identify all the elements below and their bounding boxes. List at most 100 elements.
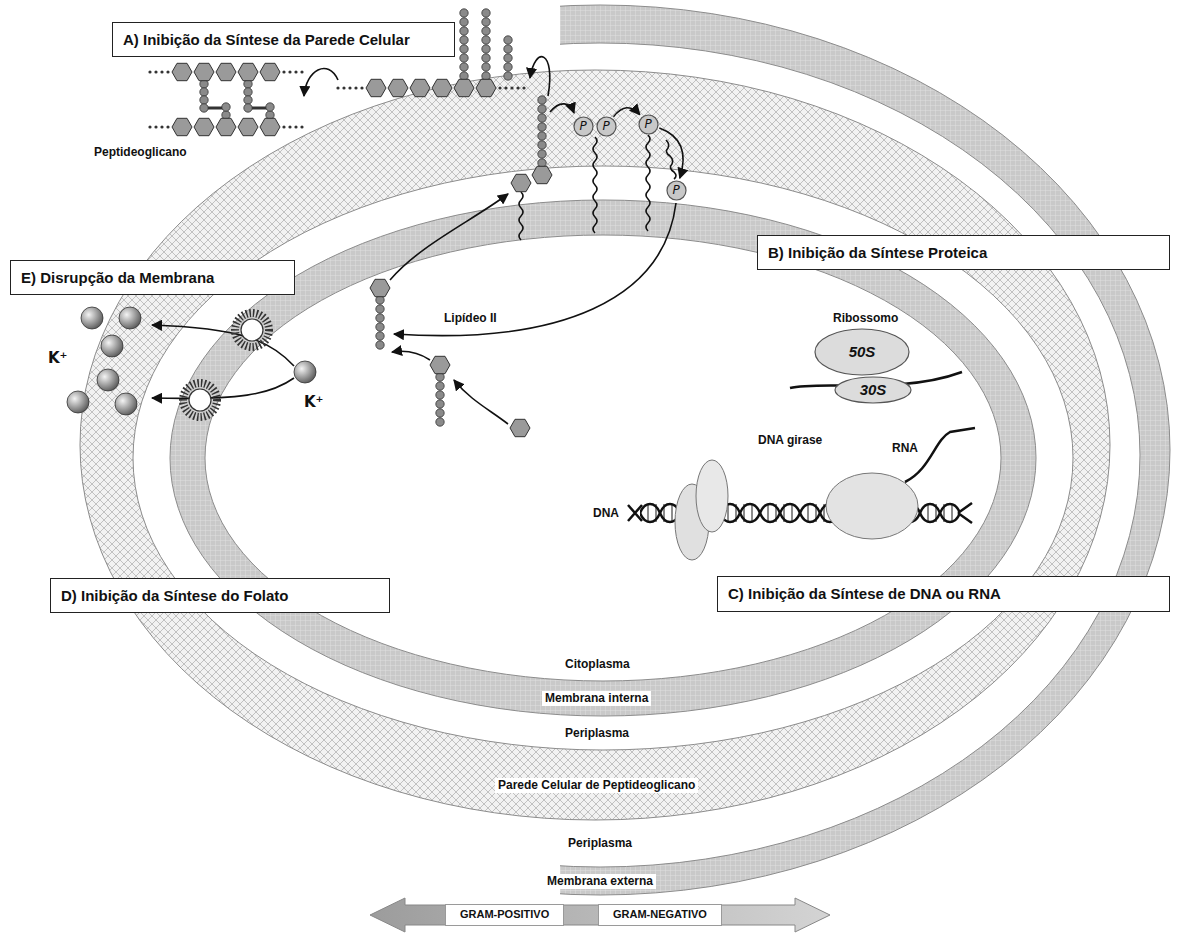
lipid-ii-cycle: [538, 123, 546, 131]
band-label: Parede Celular de Peptideoglicano: [495, 778, 698, 793]
membrane-pores: [189, 389, 211, 411]
lipid-ii-cycle: [538, 150, 546, 158]
circle-outline: [574, 117, 593, 136]
glycan-strand: [342, 86, 345, 89]
phosphate-circle: P: [596, 116, 617, 137]
peptidoglycan-mesh: [238, 118, 258, 135]
glycan-strand: [504, 63, 512, 71]
shape-text: P: [602, 119, 609, 133]
peptidoglycan-mesh: [260, 118, 280, 135]
glycan-strand: [460, 27, 468, 35]
shape-text: 50S: [849, 343, 876, 361]
shape-text: P: [672, 183, 679, 197]
lipid-ii-cycle: [530, 57, 550, 96]
peptidoglycan-mesh: [216, 63, 236, 80]
glycan-strand: [460, 18, 468, 26]
membrane-pores: [67, 307, 316, 417]
glycan-strand: [510, 86, 513, 89]
peptidoglycan-mesh: [282, 125, 285, 128]
lipid-ii-cycle: [532, 166, 552, 183]
glycan-strand: [460, 45, 468, 53]
peptidoglycan-mesh: [294, 70, 297, 73]
lipid-ii-cycle: [538, 132, 546, 140]
glycan-strand: [476, 79, 496, 96]
glycan-strand: [460, 54, 468, 62]
cycle-arrow: [614, 108, 640, 117]
cell-envelope: [133, 166, 1073, 750]
ion-label: K⁺: [304, 393, 324, 412]
peptidoglycan-mesh: [148, 70, 151, 73]
lipid-ii-cycle: [436, 391, 444, 399]
glycan-strand: [354, 86, 357, 89]
glycan-strand: [522, 86, 525, 89]
peptidoglycan-mesh: [200, 96, 208, 104]
ellipse-outline: [835, 377, 911, 403]
glycan-strand: [504, 54, 512, 62]
peptidoglycan-mesh: [200, 104, 208, 112]
glycan-strand: [482, 9, 490, 17]
peptidoglycan-mesh: [260, 63, 280, 80]
glycan-strand: [504, 36, 512, 44]
lipid-ii-cycle: [436, 409, 444, 417]
shape-text: P: [644, 117, 651, 131]
lipid-ii-cycle: [519, 192, 523, 240]
ion-label: K⁺: [48, 349, 68, 368]
shape-text: 30S: [860, 381, 887, 399]
dna-helix: [826, 473, 918, 539]
membrane-pores: [101, 335, 123, 357]
cell-envelope: [30, 5, 1170, 895]
glycan-strand: [482, 18, 490, 26]
target-box: D) Inibição da Síntese do Folato: [50, 578, 390, 613]
lipid-ii-cycle: [392, 351, 430, 360]
gram-arrow: [370, 898, 830, 932]
cell-envelope: [80, 70, 1110, 820]
peptidoglycan-mesh: [244, 88, 252, 96]
band-label: Periplasma: [565, 836, 635, 851]
lipid-ii-cycle: [454, 380, 508, 424]
peptidoglycan-mesh: [288, 125, 291, 128]
glycan-strand: [482, 54, 490, 62]
membrane-pores: [119, 307, 141, 329]
box-title: C) Inibição da Síntese de DNA ou RNA: [728, 585, 1001, 603]
peptidoglycan-mesh: [294, 125, 297, 128]
glycan-strand: [432, 79, 452, 96]
band-label: Citoplasma: [562, 657, 633, 672]
glycan-strand: [388, 79, 408, 96]
peptidoglycan-mesh: [300, 125, 303, 128]
membrane-pores: [235, 313, 269, 347]
circle-outline: [639, 115, 658, 134]
structure-label: Lipídeo II: [444, 311, 497, 326]
structure-label: Peptideoglicano: [94, 145, 187, 160]
ribosome-subunit: 30S: [834, 376, 912, 404]
peptidoglycan-mesh: [194, 118, 214, 135]
circle-outline: [597, 117, 616, 136]
dna-helix: [628, 428, 975, 560]
peptidoglycan-mesh: [282, 70, 285, 73]
lipid-ii-cycle: [511, 174, 531, 191]
peptidoglycan-mesh: [154, 70, 157, 73]
peptidoglycan-mesh: [244, 96, 252, 104]
peptidoglycan-mesh: [266, 103, 274, 111]
lipid-ii-cycle: [390, 194, 508, 280]
peptidoglycan-mesh: [148, 63, 303, 135]
glycan-strand: [348, 86, 351, 89]
lipid-ii-cycle: [376, 323, 384, 331]
glycan-strand: [504, 72, 512, 80]
lipid-ii-cycle: [550, 104, 574, 113]
membrane-pores: [115, 393, 137, 415]
lipid-ii-cycle: [394, 203, 676, 336]
glycan-strand: [482, 27, 490, 35]
membrane-pores: [97, 369, 119, 391]
glycan-strand: [504, 86, 507, 89]
gram-label: GRAM-NEGATIVO: [598, 904, 722, 926]
ribosome-subunit: 50S: [814, 328, 910, 376]
glycan-strand: [482, 63, 490, 71]
band-label: Periplasma: [562, 726, 632, 741]
glycan-strand: [304, 69, 338, 96]
peptidoglycan-mesh: [172, 63, 192, 80]
lipid-ii-cycle: [538, 114, 546, 122]
target-box: A) Inibição da Síntese da Parede Celular: [112, 22, 455, 57]
lipid-ii-cycle: [430, 356, 450, 373]
lipid-ii-cycle: [436, 382, 444, 390]
